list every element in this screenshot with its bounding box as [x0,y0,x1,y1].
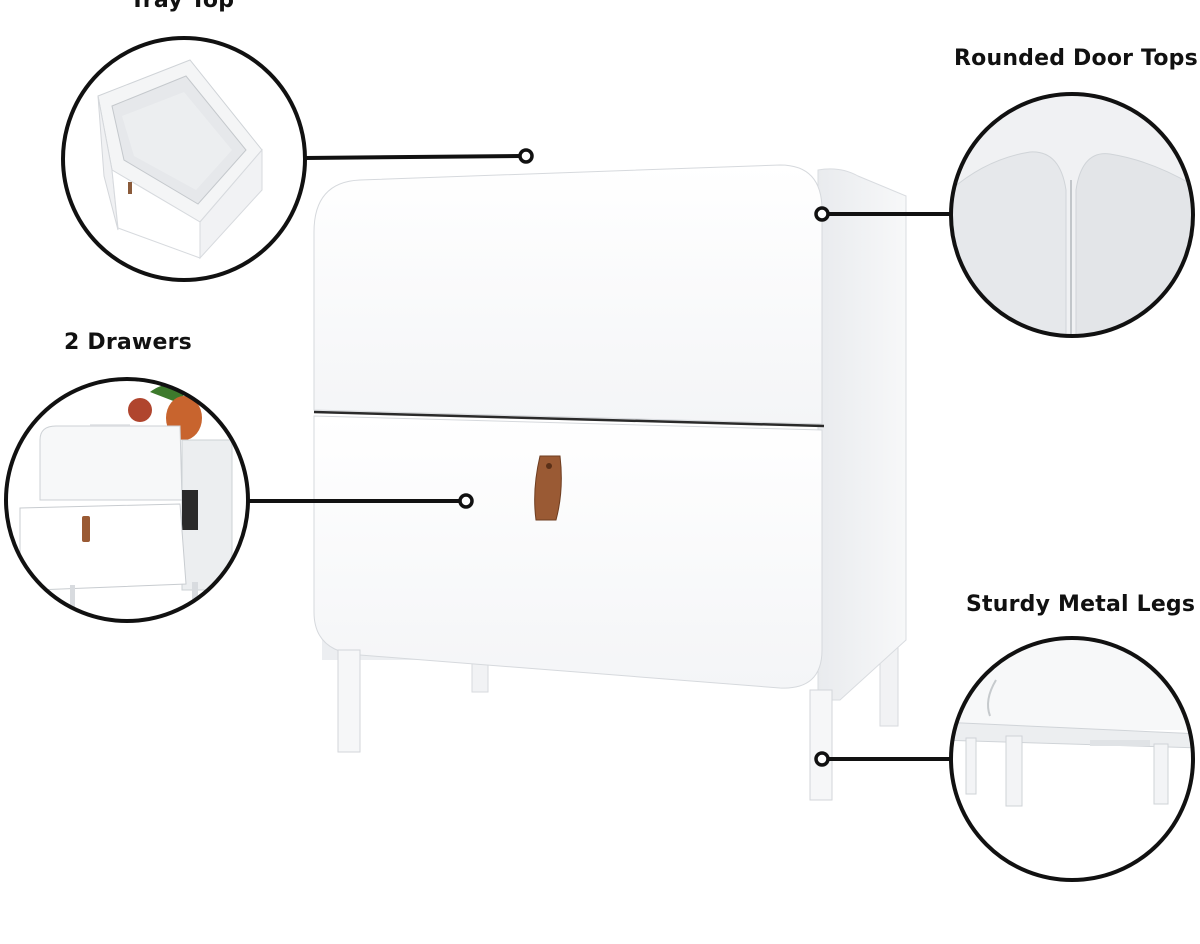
callout-rounded-door-tops [949,92,1195,338]
bottom-drawer-front [313,415,823,689]
callout-two-drawers [4,377,250,623]
callout-metal-legs [949,636,1195,882]
callout-label-tray-top: Tray Top [130,0,235,13]
front-leg-right [809,689,833,801]
front-leg-left [337,649,361,753]
top-drawer-front [313,164,823,425]
callout-tray-top [61,36,307,282]
callout-label-metal-legs: Sturdy Metal Legs [966,592,1196,617]
leather-handle [534,455,562,521]
callout-label-rounded-door-tops: Rounded Door Tops [954,46,1198,71]
callout-leader-lines [248,154,951,761]
callout-anchor-dots [458,148,830,767]
nightstand [313,164,907,801]
cabinet-side-panel [817,168,907,701]
callout-label-drawers: 2 Drawers [64,330,192,355]
